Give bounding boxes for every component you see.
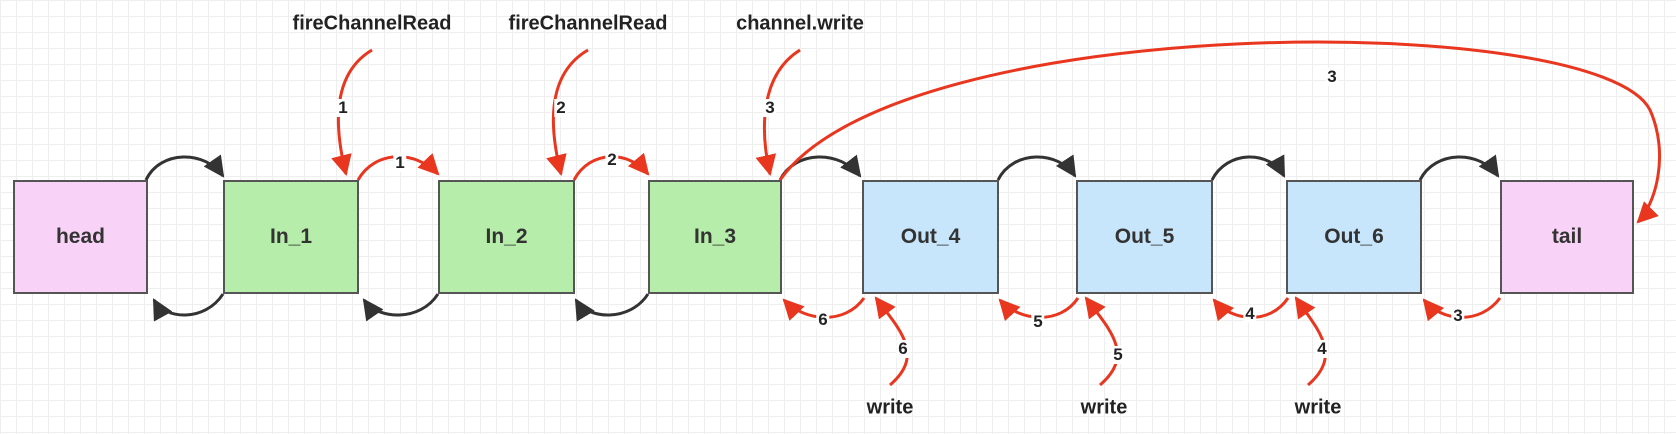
- step-back-3: 3: [1451, 306, 1465, 325]
- next-link-in3-out4: [778, 154, 862, 181]
- long-arrow-in3-tail: [778, 40, 1662, 224]
- step-back-5: 5: [1031, 312, 1045, 331]
- call-label-write-4: write: [1294, 396, 1342, 419]
- next-link-out4-out5: [996, 154, 1077, 181]
- prev-link-in1-head: [152, 293, 225, 322]
- step-call-1: 1: [336, 98, 350, 117]
- step-write-4: 4: [1315, 339, 1329, 358]
- node-out-4: Out_4: [862, 180, 999, 294]
- node-tail-label: tail: [1551, 225, 1583, 248]
- call-label-channel-write: channel.write: [736, 12, 864, 35]
- prev-link-in2-in1: [362, 293, 440, 322]
- node-out-6-label: Out_6: [1324, 225, 1384, 248]
- node-in-3-label: In_3: [693, 225, 737, 248]
- node-out-5-label: Out_5: [1114, 225, 1175, 248]
- next-link-head-in1: [144, 154, 225, 181]
- step-pass-1: 1: [393, 153, 407, 172]
- call-label-write-5: write: [1080, 396, 1128, 419]
- node-out-4-label: Out_4: [900, 225, 961, 248]
- step-write-5: 5: [1111, 345, 1125, 364]
- call-label-fire-read-2: fireChannelRead: [508, 12, 668, 35]
- node-head-label: head: [55, 225, 105, 248]
- node-in-3: In_3: [648, 180, 782, 294]
- step-write-6: 6: [896, 339, 910, 358]
- prev-link-in3-in2: [574, 293, 650, 322]
- step-call-2: 2: [554, 98, 568, 117]
- node-tail: tail: [1500, 180, 1634, 294]
- step-back-6: 6: [816, 310, 830, 329]
- node-in-2: In_2: [438, 180, 575, 294]
- step-call-3: 3: [763, 98, 777, 117]
- node-out-6: Out_6: [1286, 180, 1422, 294]
- write-arrow-out5: [1084, 296, 1119, 387]
- node-in-1: In_1: [223, 180, 359, 294]
- node-out-5: Out_5: [1076, 180, 1213, 294]
- call-label-write-6: write: [866, 396, 914, 419]
- node-head: head: [13, 180, 148, 294]
- node-in-1-label: In_1: [269, 225, 313, 248]
- step-long-3: 3: [1325, 67, 1339, 86]
- node-in-2-label: In_2: [485, 225, 528, 248]
- next-link-out5-out6: [1210, 154, 1286, 181]
- call-label-fire-read-1: fireChannelRead: [292, 12, 452, 35]
- step-pass-2: 2: [605, 150, 619, 169]
- next-link-out6-tail: [1418, 154, 1500, 181]
- step-back-4: 4: [1243, 304, 1257, 323]
